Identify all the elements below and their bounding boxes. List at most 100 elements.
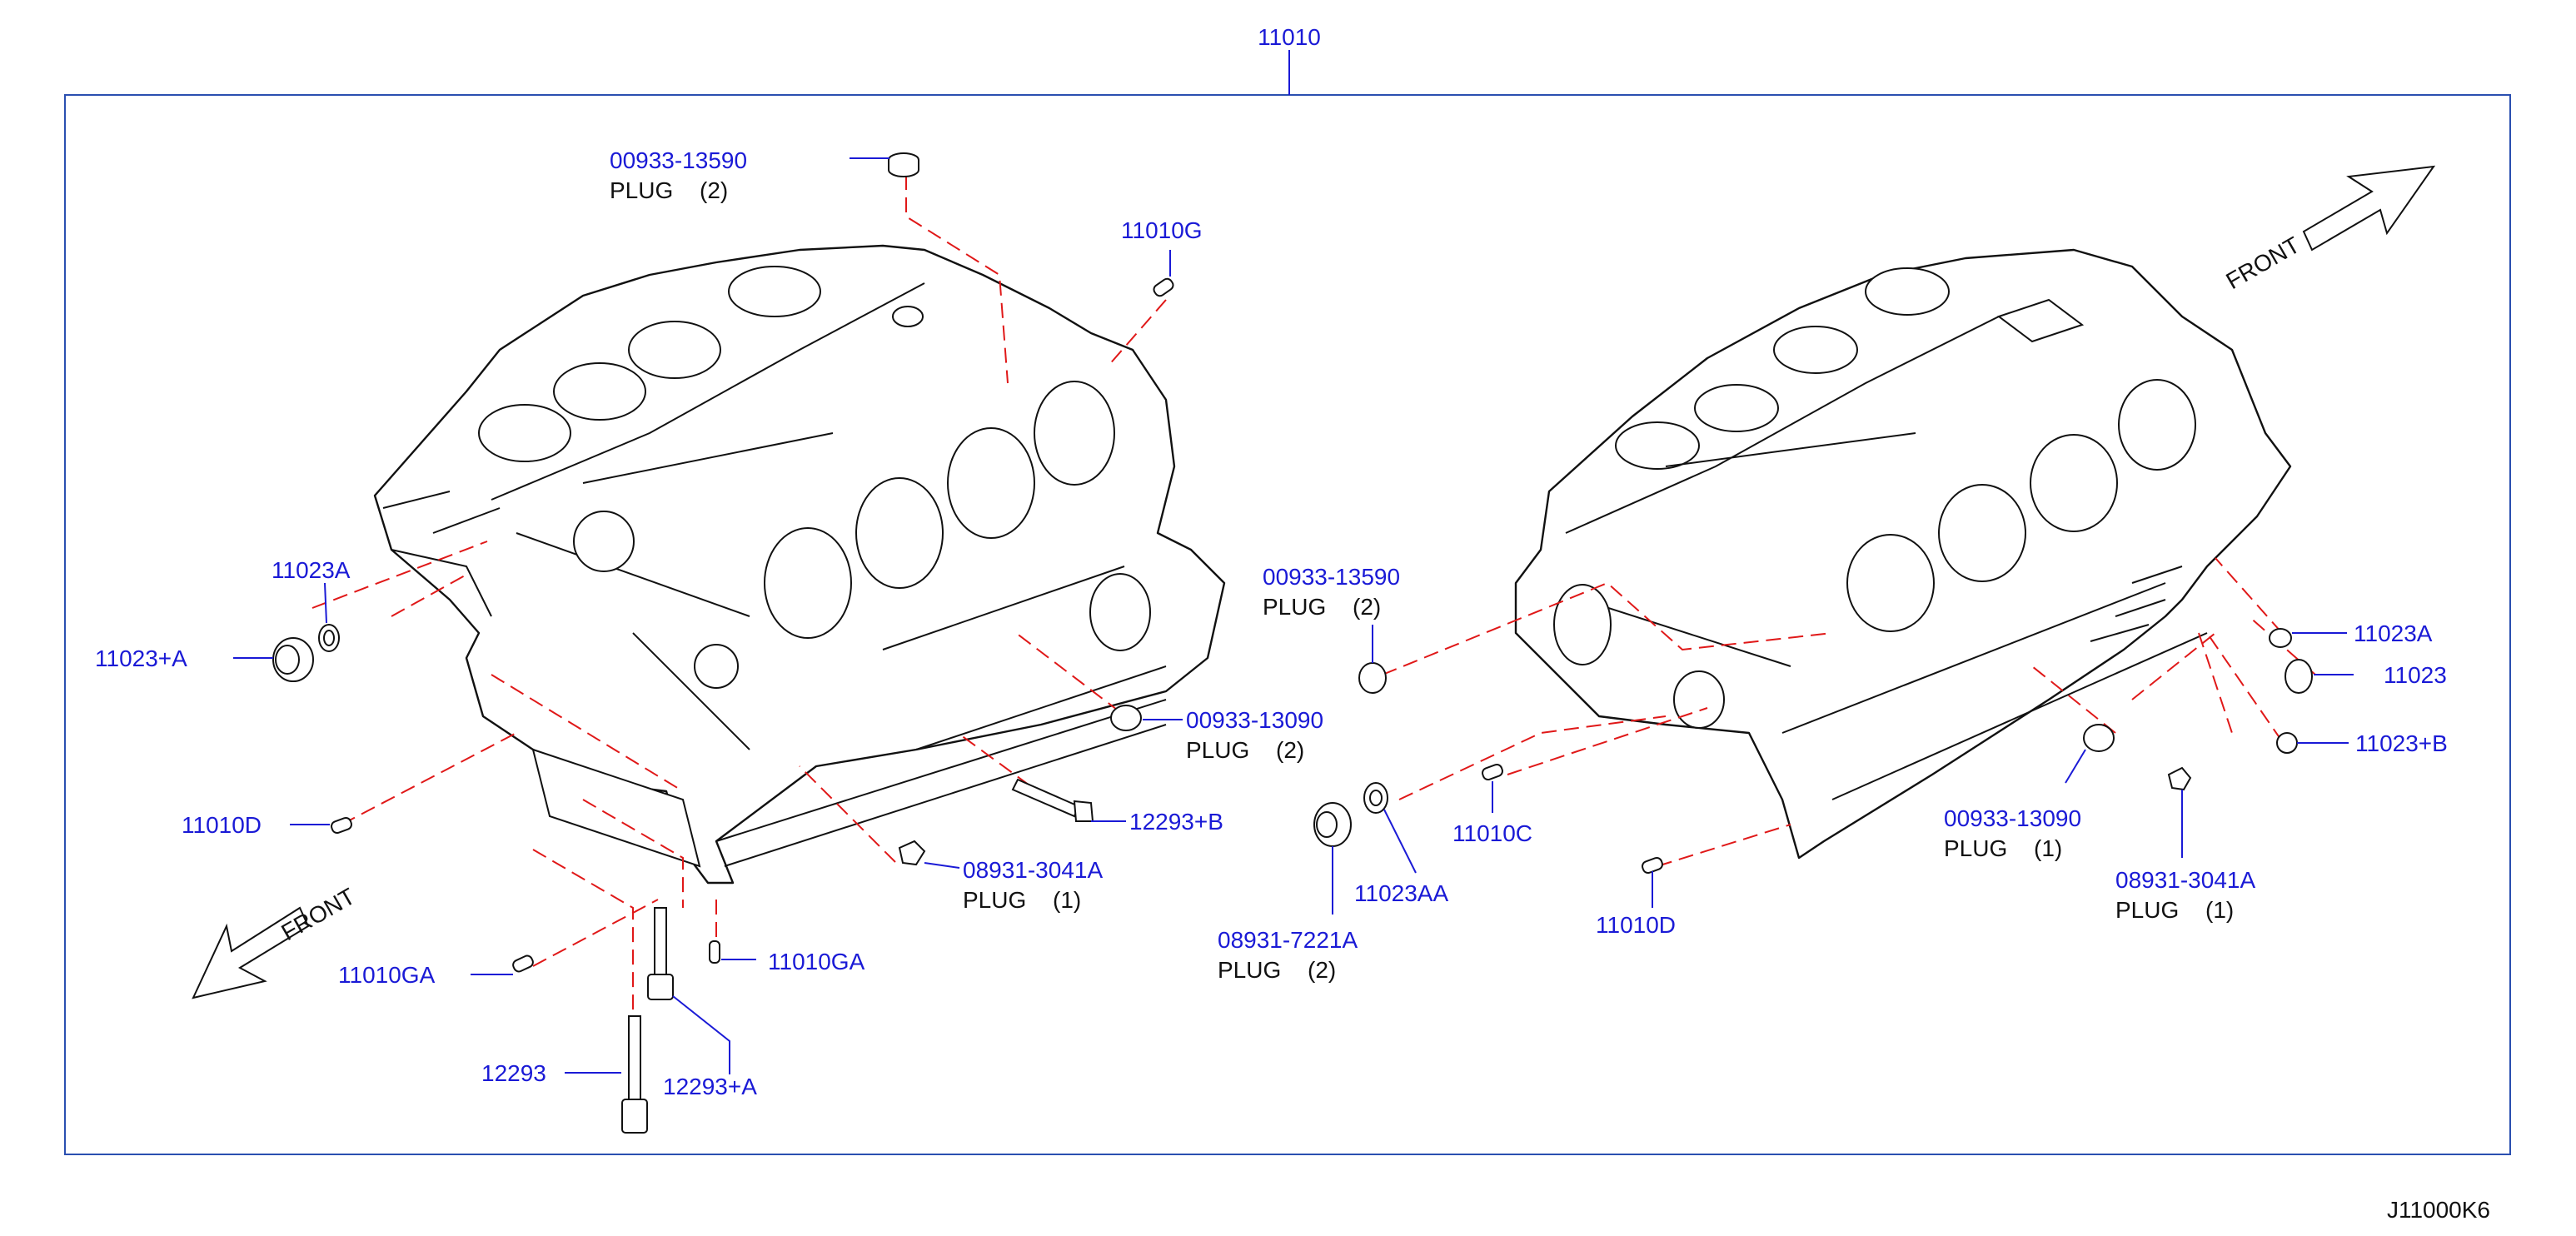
left-side-web xyxy=(382,491,501,617)
callout-12293[interactable]: 12293 xyxy=(481,1060,546,1086)
callout-11023+A[interactable]: 11023+A xyxy=(95,645,187,671)
washer-icon xyxy=(318,624,340,652)
right-bore-6 xyxy=(1938,484,2026,582)
left-bore-5 xyxy=(764,527,852,639)
left-bore-7 xyxy=(947,427,1035,539)
right-bore-8 xyxy=(2118,379,2196,471)
left-bore-3 xyxy=(628,321,721,379)
left-bore-6 xyxy=(855,477,944,589)
left-bearing-hole-2 xyxy=(694,644,739,689)
callout-11023A-left[interactable]: 11023A xyxy=(272,557,351,583)
callout-12293+B[interactable]: 12293+B xyxy=(1129,809,1223,835)
svg-text:08931-3041A: 08931-3041A xyxy=(2115,867,2255,893)
figure-code: J11000K6 xyxy=(2387,1197,2490,1223)
svg-text:PLUG: PLUG xyxy=(610,177,673,203)
hex-plug-icon-2 xyxy=(2167,766,2192,791)
left-block-deck xyxy=(491,282,1167,750)
svg-text:00933-13090: 00933-13090 xyxy=(1944,805,2081,831)
main-bolt-icon xyxy=(654,907,667,975)
right-bore-7 xyxy=(2030,434,2118,532)
hex-plug-icon xyxy=(898,840,926,866)
dowel-pin-icon xyxy=(1153,277,1174,297)
right-front-bore xyxy=(1553,584,1612,665)
callout-00933-13090-right[interactable]: 00933-13090 PLUG (1) xyxy=(1944,805,2081,861)
callout-11010G[interactable]: 11010G xyxy=(1121,217,1203,243)
callout-08931-3041A-right[interactable]: 08931-3041A PLUG (1) xyxy=(2115,867,2255,923)
dowel-pin-icon-5 xyxy=(1482,764,1503,780)
right-bearing-hole xyxy=(1673,670,1725,729)
left-top-boss xyxy=(892,306,924,327)
svg-text:00933-13590: 00933-13590 xyxy=(1263,564,1400,590)
callout-11023AA[interactable]: 11023AA xyxy=(1354,880,1448,906)
svg-text:00933-13090: 00933-13090 xyxy=(1186,707,1323,733)
left-oil-pan-rail xyxy=(715,699,1167,867)
callout-11023+B[interactable]: 11023+B xyxy=(2355,730,2448,756)
callout-11010D-right[interactable]: 11010D xyxy=(1596,912,1676,938)
callout-11010C[interactable]: 11010C xyxy=(1452,820,1532,846)
callout-12293+A[interactable]: 12293+A xyxy=(663,1074,757,1099)
callout-11023A-right[interactable]: 11023A xyxy=(2354,620,2433,646)
callout-11010D-left[interactable]: 11010D xyxy=(182,812,262,838)
right-bore-1 xyxy=(1615,421,1700,470)
assembly-frame xyxy=(64,94,2511,1155)
dowel-pin-icon-3 xyxy=(512,954,534,973)
callout-08931-3041A-left[interactable]: 08931-3041A PLUG (1) xyxy=(963,857,1103,913)
washer-icon-3 xyxy=(2269,628,2292,648)
svg-text:08931-7221A: 08931-7221A xyxy=(1218,927,1358,953)
bolt-icon xyxy=(1011,778,1080,818)
callout-00933-13590-right[interactable]: 00933-13590 PLUG (2) xyxy=(1263,564,1400,620)
left-bore-8 xyxy=(1034,381,1115,486)
svg-text:(1): (1) xyxy=(1053,887,1081,913)
right-block-deck xyxy=(1565,316,2208,800)
callout-11023[interactable]: 11023 xyxy=(2384,662,2447,688)
washer-icon-2 xyxy=(1363,782,1388,814)
right-bore-3 xyxy=(1773,326,1858,374)
right-side-ribs xyxy=(2090,566,2183,642)
left-bore-4 xyxy=(728,266,821,317)
left-bore-2 xyxy=(553,362,646,421)
main-bolt-icon-2 xyxy=(628,1015,641,1100)
left-cylinder-block xyxy=(373,244,1226,885)
left-end-boss xyxy=(1089,573,1151,651)
svg-text:PLUG: PLUG xyxy=(1218,957,1281,983)
front-label-right: FRONT xyxy=(2222,232,2304,294)
svg-text:PLUG: PLUG xyxy=(1944,835,2007,861)
front-arrow-right: FRONT xyxy=(2222,165,2436,294)
callout-08931-7221A[interactable]: 08931-7221A PLUG (2) xyxy=(1218,927,1358,983)
right-top-port xyxy=(1996,298,2085,343)
svg-text:PLUG: PLUG xyxy=(2115,897,2179,923)
svg-text:(1): (1) xyxy=(2034,835,2062,861)
drain-plug-icon-2 xyxy=(1313,802,1352,847)
dowel-pin-icon-6 xyxy=(1642,857,1663,874)
left-bore-1 xyxy=(478,404,571,462)
assembly-number[interactable]: 11010 xyxy=(1258,24,1321,50)
callout-11010GA-right[interactable]: 11010GA xyxy=(768,949,865,974)
callout-11010GA-left[interactable]: 11010GA xyxy=(338,962,436,988)
svg-text:08931-3041A: 08931-3041A xyxy=(963,857,1103,883)
small-parts xyxy=(272,152,2313,1134)
svg-text:PLUG: PLUG xyxy=(963,887,1026,913)
callouts: 00933-13590 PLUG (2) 11010G 11023A 11023… xyxy=(95,147,2448,1099)
svg-text:(2): (2) xyxy=(1276,737,1304,763)
right-bore-4 xyxy=(1865,267,1950,316)
svg-text:00933-13590: 00933-13590 xyxy=(610,147,747,173)
svg-text:(2): (2) xyxy=(1308,957,1336,983)
dowel-pin-icon-2 xyxy=(331,817,352,834)
drain-plug-icon-3 xyxy=(2285,659,2313,694)
right-bore-2 xyxy=(1694,384,1779,432)
callout-00933-13590-top[interactable]: 00933-13590 PLUG (2) xyxy=(610,147,747,203)
left-bearing-hole xyxy=(573,511,635,572)
plug-cap-icon-4 xyxy=(2083,724,2115,752)
svg-text:(1): (1) xyxy=(2205,897,2234,923)
dowel-pin-icon-4 xyxy=(709,940,720,964)
svg-text:(2): (2) xyxy=(700,177,728,203)
svg-text:(2): (2) xyxy=(1353,594,1381,620)
svg-text:PLUG: PLUG xyxy=(1263,594,1326,620)
right-cylinder-block xyxy=(1514,248,2292,860)
dashed-install-lines xyxy=(311,175,2316,1033)
front-arrow-left: FRONT xyxy=(192,883,360,999)
plug-cap-icon-3 xyxy=(1358,662,1387,694)
plug-cap-icon-2 xyxy=(1110,705,1142,731)
callout-00933-13090-left[interactable]: 00933-13090 PLUG (2) xyxy=(1186,707,1323,763)
